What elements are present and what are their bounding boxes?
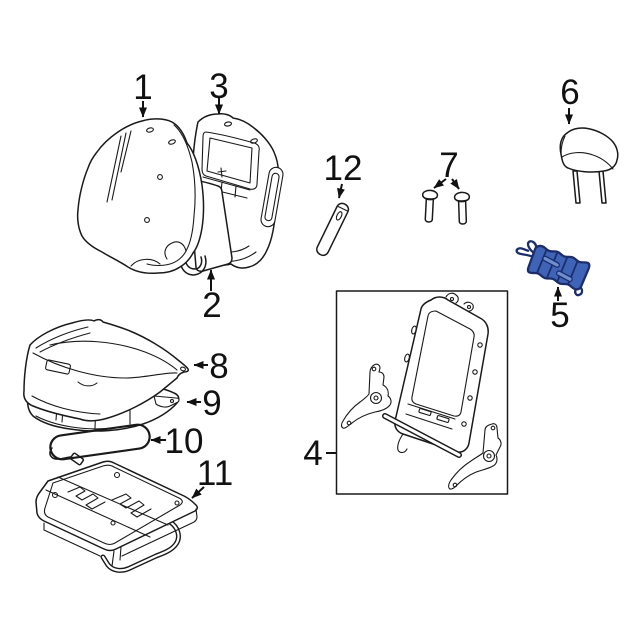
back-cushion-pleats xyxy=(106,130,132,203)
track-frame-meander xyxy=(111,493,152,518)
callout-3-label: 3 xyxy=(209,67,228,106)
lumbar-slot xyxy=(555,270,573,283)
cushion-button xyxy=(144,217,150,223)
bolt xyxy=(453,191,471,225)
back-cushion-bottom-seam xyxy=(130,258,161,267)
callout-12-label: 12 xyxy=(324,149,363,188)
callouts: 1 3 2 12 7 6 5 4 xyxy=(133,67,580,499)
cover-back-seams xyxy=(35,326,91,353)
callout-7-label: 7 xyxy=(439,146,458,185)
callout-11-arrow xyxy=(191,486,205,499)
track-frame-hook xyxy=(100,519,181,573)
headrest-seam xyxy=(561,152,614,170)
bolt xyxy=(421,189,439,223)
track-frame-sidewall xyxy=(43,508,198,567)
back-cushion-outline xyxy=(76,118,205,274)
headrest-edge xyxy=(560,135,566,155)
callout-10: 10 xyxy=(150,422,204,461)
callout-2-label: 2 xyxy=(202,286,221,325)
part-1-seat-back-cushion xyxy=(76,118,205,274)
frame-left-bracket xyxy=(340,363,392,429)
track-frame-rails xyxy=(45,476,169,538)
callout-2: 2 xyxy=(202,269,222,325)
headrest-post xyxy=(598,170,607,204)
part-6-headrest xyxy=(559,127,619,204)
cushion-cover-outline xyxy=(23,318,189,422)
part-10-cushion-support-wire xyxy=(49,423,151,466)
callout-8: 8 xyxy=(193,347,229,386)
frame-torsion-bar xyxy=(382,413,462,458)
callout-7-arrow-left xyxy=(433,178,447,189)
lumbar-body xyxy=(526,244,591,291)
part-5-lumbar-support xyxy=(515,240,591,297)
callout-1-label: 1 xyxy=(133,68,152,107)
side-trim-body xyxy=(316,202,350,257)
part-4-frame-assembly xyxy=(335,290,509,495)
panel-clip-hole xyxy=(223,121,233,127)
side-trim-cap-line xyxy=(337,205,348,212)
cover-tag xyxy=(45,359,71,375)
part-7-mounting-bolts xyxy=(421,189,471,225)
track-frame-holes xyxy=(51,471,180,526)
track-frame-meander xyxy=(67,486,106,510)
side-trim-hole xyxy=(335,211,343,221)
back-panel-side-slot xyxy=(260,166,284,228)
cover-tip-piping xyxy=(180,366,186,372)
callout-7-arrow-right xyxy=(450,178,460,190)
callout-12: 12 xyxy=(324,149,363,199)
callout-1: 1 xyxy=(133,68,153,118)
callout-5: 5 xyxy=(550,286,570,335)
callout-9-label: 9 xyxy=(202,384,221,423)
cushion-pad-tab-hole xyxy=(169,398,175,404)
headrest-post xyxy=(572,170,581,204)
callout-12-arrow xyxy=(337,183,345,199)
callout-3: 3 xyxy=(209,67,229,115)
lumbar-tab xyxy=(574,285,584,297)
cushion-clip-hole xyxy=(168,139,176,145)
track-frame-outline xyxy=(35,460,199,552)
part-11-seat-track-frame xyxy=(35,460,199,573)
callout-11-label: 11 xyxy=(197,454,233,493)
headrest-pillow xyxy=(559,127,619,173)
cover-main-seam xyxy=(32,352,178,379)
panel-clip-mark xyxy=(217,167,227,178)
lumbar-slot xyxy=(542,255,560,268)
callout-4-label: 4 xyxy=(303,434,322,473)
panel-clip-hole xyxy=(250,138,258,144)
callout-8-label: 8 xyxy=(209,347,228,386)
callout-6: 6 xyxy=(560,73,580,125)
cover-panel-seam xyxy=(49,340,178,371)
callout-10-label: 10 xyxy=(165,422,204,461)
cushion-pad-tab xyxy=(153,395,180,408)
back-panel-window-inner xyxy=(206,137,253,184)
callout-11: 11 xyxy=(191,454,233,499)
cover-front-seams xyxy=(31,381,101,415)
frame-right-bracket xyxy=(448,423,502,490)
callout-6-label: 6 xyxy=(560,73,579,112)
callout-5-label: 5 xyxy=(550,296,569,335)
back-cushion-foot-seam xyxy=(164,241,187,260)
wire-ring xyxy=(49,423,151,461)
frame-main xyxy=(394,292,489,454)
cushion-clip-hole xyxy=(146,127,154,133)
callout-9: 9 xyxy=(186,384,222,423)
part-12-side-shield-trim xyxy=(316,202,350,257)
track-frame-inner-rim xyxy=(43,464,183,546)
lumbar-wires xyxy=(515,240,538,258)
callout-4: 4 xyxy=(303,434,336,473)
back-panel-crossbars xyxy=(201,176,251,199)
back-cushion-side-seam xyxy=(146,124,196,267)
callout-7: 7 xyxy=(433,146,460,190)
part-8-seat-cushion-cover xyxy=(23,318,189,422)
cushion-button xyxy=(157,174,163,180)
